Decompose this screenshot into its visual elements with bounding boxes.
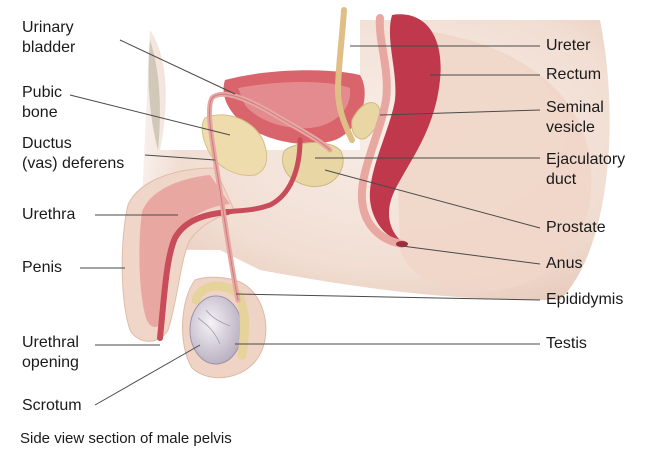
leader-epididymis [235, 293, 541, 301]
pubic-hair [148, 40, 160, 150]
label-rectum: Rectum [546, 66, 602, 83]
bladder-lumen [238, 82, 351, 129]
figure-caption: Side view section of male pelvis [20, 430, 232, 447]
label-ductus-deferens: Ductus (vas) deferens [22, 135, 125, 172]
label-urethral-opening: Urethral opening [22, 334, 79, 371]
testis-veins [197, 309, 231, 345]
leader-seminal-vesicle [379, 109, 541, 116]
leader-lines [69, 39, 541, 406]
leader-urinary-bladder [119, 39, 236, 95]
rectum-wall [357, 14, 406, 248]
label-ureter: Ureter [546, 37, 591, 54]
label-ejaculatory-duct: Ejaculatory duct [546, 151, 626, 188]
label-pubic-bone: Pubic bone [22, 84, 63, 121]
leader-anus [401, 245, 541, 265]
ductus-deferens-edge [209, 93, 331, 301]
label-testis: Testis [546, 335, 587, 352]
label-urethra: Urethra [22, 206, 76, 223]
penile-urethra [157, 209, 231, 341]
testis-shape [189, 295, 243, 365]
label-scrotum: Scrotum [22, 397, 82, 414]
label-urinary-bladder: Urinary bladder [22, 19, 76, 56]
label-seminal-vesicle: Seminal vesicle [546, 99, 604, 136]
leader-pubic-bone [69, 94, 231, 136]
rectum-shape [369, 14, 441, 240]
label-penis: Penis [22, 259, 63, 276]
buttock [395, 30, 592, 292]
leader-prostate [324, 169, 541, 229]
label-prostate: Prostate [546, 219, 606, 236]
leader-ductus-deferens [144, 154, 216, 161]
pubic-bone-shape [201, 114, 268, 176]
internal-urethra [225, 137, 303, 215]
label-epididymis: Epididymis [546, 291, 624, 308]
label-anus: Anus [546, 255, 583, 272]
ureter-shape [334, 7, 355, 143]
anus-shape [396, 241, 408, 247]
leader-scrotum [94, 344, 201, 406]
